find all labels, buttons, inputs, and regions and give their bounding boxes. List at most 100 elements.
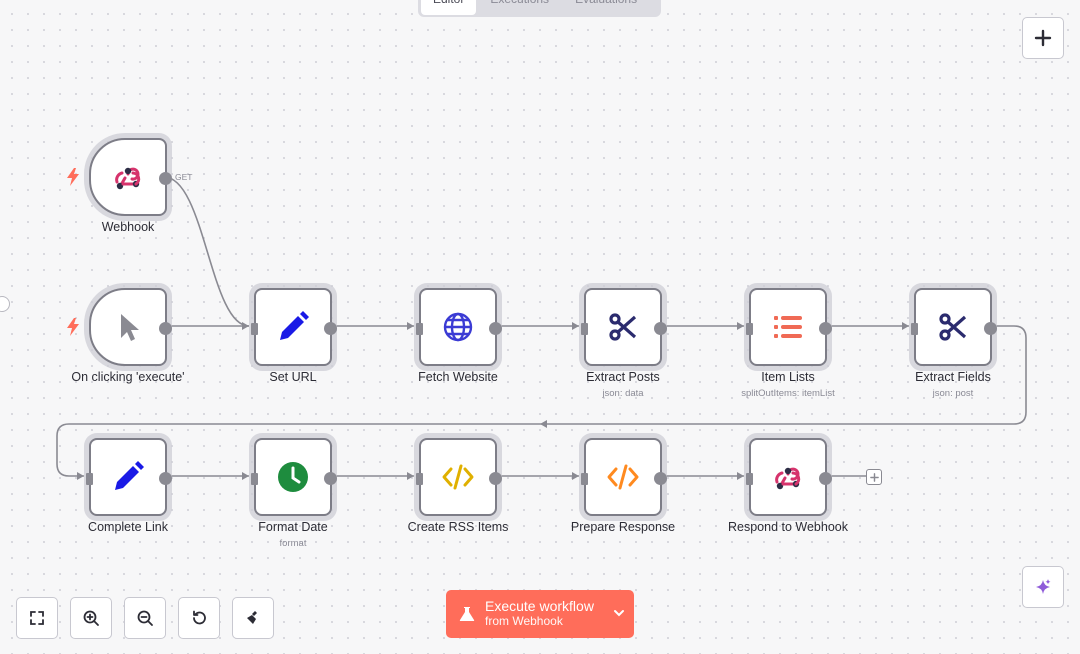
broom-icon xyxy=(247,611,257,624)
list-icon xyxy=(774,316,802,338)
node-label: Respond to Webhook xyxy=(728,520,848,534)
wire-extractfields-completelink xyxy=(56,325,1027,477)
webhook-icon xyxy=(115,167,141,190)
output-port[interactable] xyxy=(489,322,502,335)
input-port[interactable] xyxy=(746,473,753,485)
wire-arrow xyxy=(737,322,744,330)
trigger-bolt-icon xyxy=(67,318,79,336)
undo-icon xyxy=(193,610,206,625)
node-subtitle: json: post xyxy=(932,388,974,399)
node-format-date[interactable] xyxy=(251,438,337,516)
wire-arrow xyxy=(242,322,249,330)
node-set-url[interactable] xyxy=(251,288,337,366)
input-port[interactable] xyxy=(416,323,423,335)
wire-arrow xyxy=(572,322,579,330)
zoom-in-icon xyxy=(83,610,99,626)
pencil-icon xyxy=(115,461,144,490)
output-port[interactable] xyxy=(654,472,667,485)
add-node-button[interactable] xyxy=(1022,17,1064,59)
node-prepare-response[interactable] xyxy=(581,438,667,516)
input-port[interactable] xyxy=(251,473,258,485)
wire-arrow xyxy=(572,472,579,480)
wire-arrow xyxy=(242,472,249,480)
execute-workflow-button[interactable]: Execute workflow from Webhook xyxy=(446,590,634,638)
input-port[interactable] xyxy=(911,323,918,335)
execute-source: from Webhook xyxy=(485,614,594,629)
input-port[interactable] xyxy=(746,323,753,335)
flask-icon xyxy=(459,607,475,621)
node-item-lists[interactable] xyxy=(746,288,832,366)
chevron-down-icon[interactable] xyxy=(613,607,625,619)
tab-evaluations[interactable]: Evaluations xyxy=(563,0,649,15)
wire-arrow xyxy=(407,472,414,480)
wire-arrow xyxy=(77,472,84,480)
node-label: Complete Link xyxy=(88,520,168,534)
node-subtitle: format xyxy=(279,538,307,549)
scissors-icon xyxy=(939,313,967,341)
clock-icon xyxy=(278,462,308,492)
wire-arrow xyxy=(407,322,414,330)
sparkle-icon xyxy=(1036,579,1051,594)
node-label: Webhook xyxy=(101,220,155,234)
input-port[interactable] xyxy=(416,473,423,485)
input-port[interactable] xyxy=(581,323,588,335)
node-fetch-website[interactable] xyxy=(416,288,502,366)
node-label: Create RSS Items xyxy=(407,520,509,534)
zoom-to-fit-button[interactable] xyxy=(16,597,58,639)
node-label: On clicking 'execute' xyxy=(71,370,185,384)
output-port[interactable] xyxy=(819,472,832,485)
output-port[interactable] xyxy=(159,322,172,335)
reset-zoom-button[interactable] xyxy=(178,597,220,639)
wire-arrow xyxy=(902,322,909,330)
tidy-up-button[interactable] xyxy=(232,597,274,639)
output-port[interactable] xyxy=(489,472,502,485)
output-port[interactable] xyxy=(324,472,337,485)
side-panel-handle[interactable] xyxy=(0,296,10,312)
execute-from-prefix: from xyxy=(485,614,509,628)
wire-webhook-seturl xyxy=(163,176,250,327)
output-port[interactable] xyxy=(819,322,832,335)
node-label: Extract Posts xyxy=(586,370,660,384)
node-respond-to-webhook[interactable] xyxy=(746,438,832,516)
node-complete-link[interactable] xyxy=(86,438,172,516)
input-port[interactable] xyxy=(581,473,588,485)
node-label: Extract Fields xyxy=(915,370,991,384)
node-label: Item Lists xyxy=(761,370,815,384)
code-icon xyxy=(442,464,474,490)
webhook-icon xyxy=(775,467,801,490)
plus-icon xyxy=(1034,29,1052,47)
zoom-out-icon xyxy=(137,610,153,626)
input-port[interactable] xyxy=(251,323,258,335)
plus-icon xyxy=(869,472,879,482)
scissors-icon xyxy=(609,313,637,341)
cursor-pointer-icon xyxy=(121,314,139,341)
node-label: Fetch Website xyxy=(418,370,498,384)
node-webhook[interactable] xyxy=(89,138,172,216)
zoom-in-button[interactable] xyxy=(70,597,112,639)
tab-executions[interactable]: Executions xyxy=(478,0,561,15)
output-port[interactable] xyxy=(984,322,997,335)
zoom-out-button[interactable] xyxy=(124,597,166,639)
view-tabs: Editor Executions Evaluations xyxy=(418,0,661,17)
execute-label: Execute workflow xyxy=(485,598,594,614)
node-extract-fields[interactable] xyxy=(911,288,997,366)
wire-arrow xyxy=(737,472,744,480)
wire-arrow xyxy=(540,420,547,428)
node-label: Prepare Response xyxy=(570,520,676,534)
node-create-rss-items[interactable] xyxy=(416,438,502,516)
node-label: Format Date xyxy=(258,520,328,534)
add-next-node-button[interactable] xyxy=(866,469,882,485)
code-icon xyxy=(607,464,639,490)
output-port[interactable] xyxy=(324,322,337,335)
ai-assistant-button[interactable] xyxy=(1022,566,1064,608)
node-subtitle: json: data xyxy=(602,388,644,399)
output-port[interactable] xyxy=(159,472,172,485)
node-extract-posts[interactable] xyxy=(581,288,667,366)
output-port[interactable] xyxy=(159,172,172,185)
input-port[interactable] xyxy=(86,473,93,485)
trigger-bolt-icon xyxy=(67,168,79,186)
tab-editor[interactable]: Editor xyxy=(421,0,477,15)
port-label: GET xyxy=(175,172,193,182)
output-port[interactable] xyxy=(654,322,667,335)
node-manual-trigger[interactable] xyxy=(89,288,172,366)
